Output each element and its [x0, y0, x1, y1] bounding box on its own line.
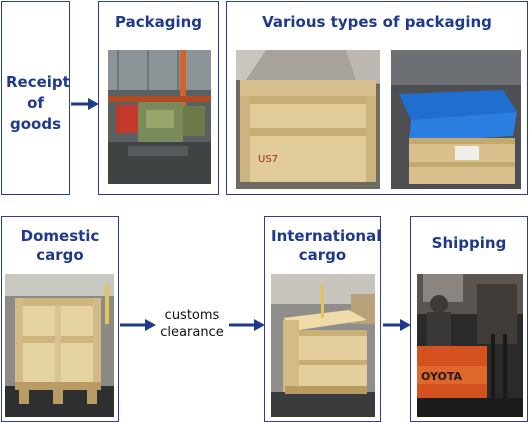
- customs-clearance-label: customs clearance: [160, 308, 224, 340]
- forklift-loading-photo: OYOTA: [417, 274, 523, 417]
- step-various-packaging: Various types of packaging US7: [226, 1, 528, 195]
- step-shipping: Shipping OYOTA: [410, 216, 528, 422]
- step-various-title: Various types of packaging: [262, 13, 492, 31]
- packaging-photo: [108, 50, 211, 184]
- svg-text:OYOTA: OYOTA: [421, 370, 463, 383]
- step-international-title: International cargo: [271, 227, 382, 264]
- arrow-domestic-to-customs: [120, 318, 156, 332]
- arrow-customs-to-international: [229, 318, 265, 332]
- step-receipt-title: Receipt of goods: [6, 73, 70, 133]
- arrow-receipt-to-packaging: [71, 97, 99, 111]
- svg-text:US7: US7: [258, 154, 278, 165]
- arrow-international-to-shipping: [383, 318, 411, 332]
- international-crate-photo: [271, 274, 375, 417]
- step-international-cargo: International cargo: [264, 216, 381, 422]
- step-domestic-title: Domestic cargo: [20, 227, 100, 264]
- step-shipping-title: Shipping: [431, 234, 507, 252]
- step-packaging-title: Packaging: [115, 13, 202, 31]
- wooden-frame-crate-photo: US7: [236, 50, 380, 189]
- blue-covered-crate-photo: [391, 50, 521, 189]
- step-packaging: Packaging: [98, 1, 219, 195]
- domestic-crate-photo: [5, 274, 114, 417]
- step-domestic-cargo: Domestic cargo: [1, 216, 119, 422]
- step-receipt-of-goods: Receipt of goods: [1, 1, 70, 195]
